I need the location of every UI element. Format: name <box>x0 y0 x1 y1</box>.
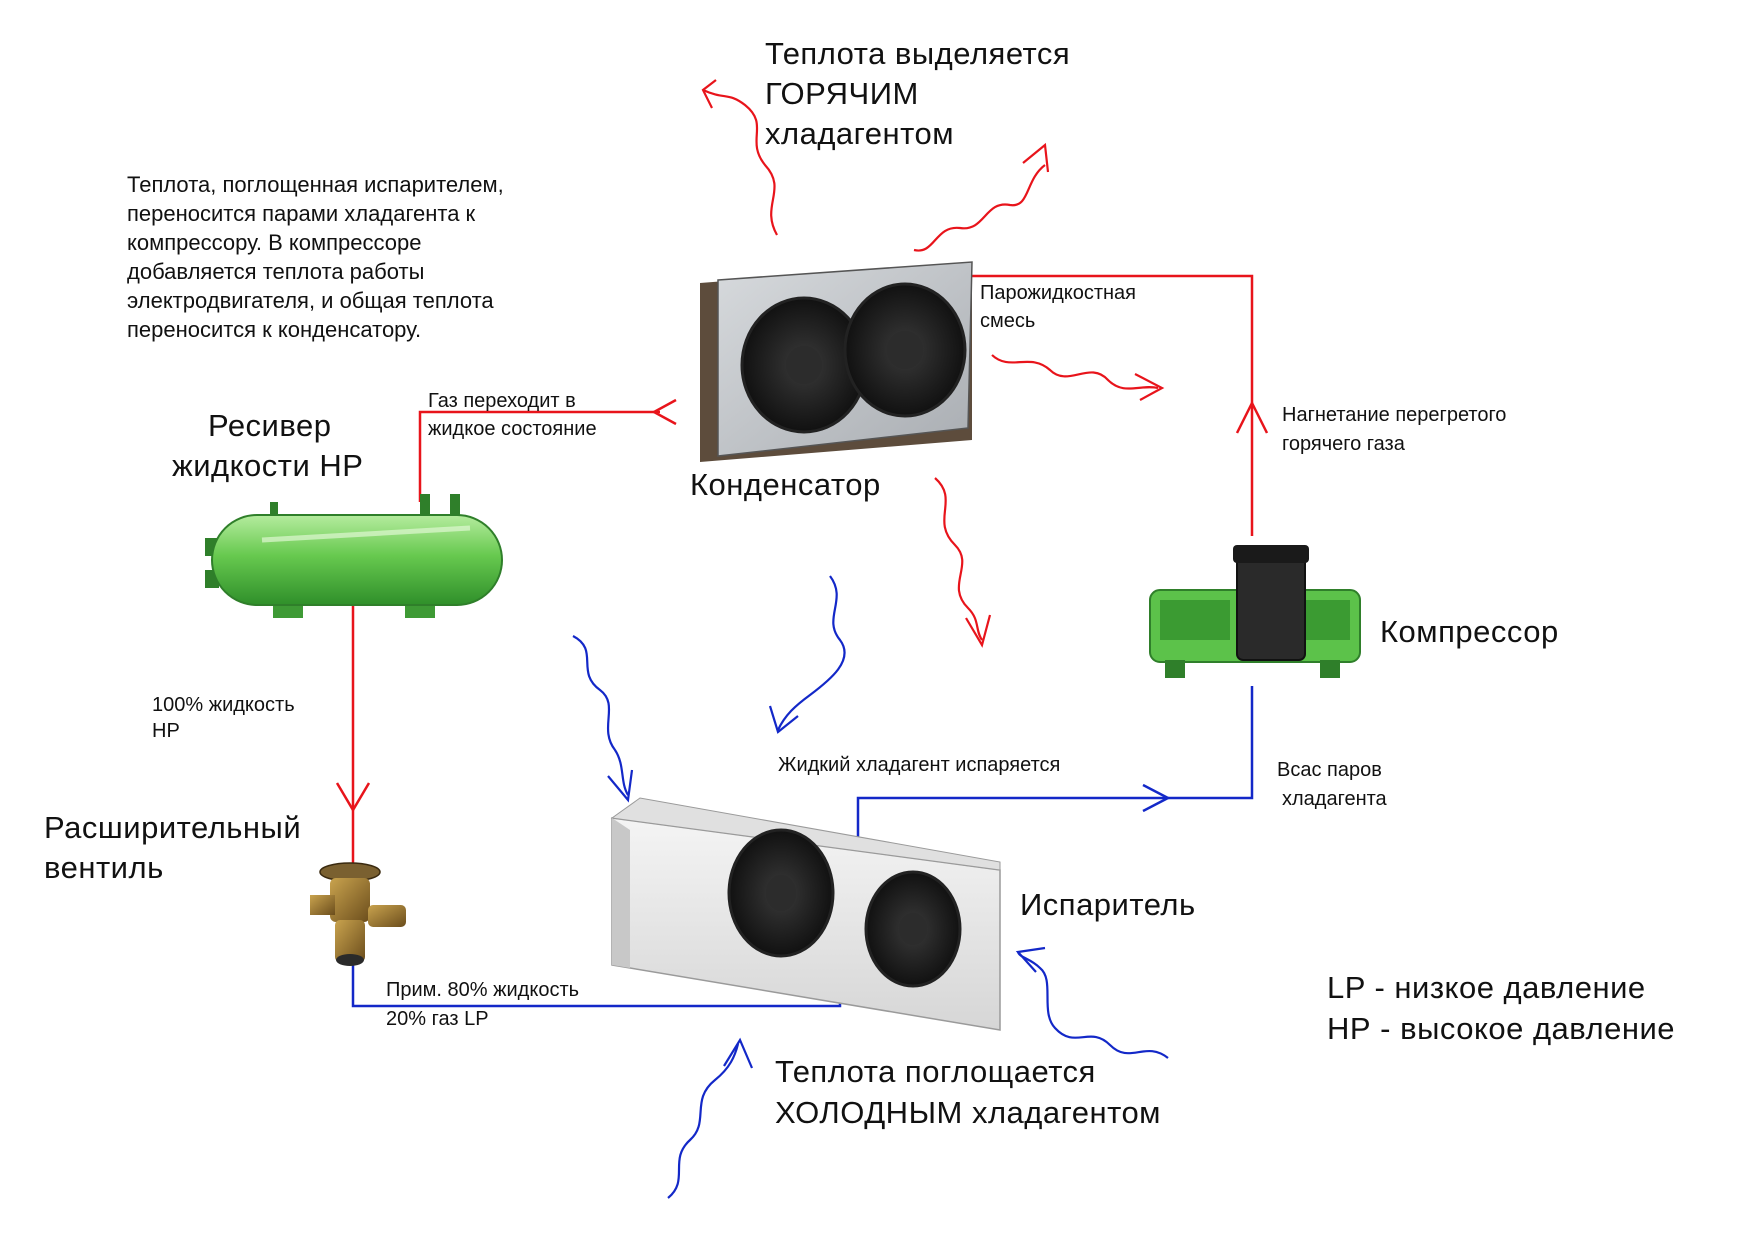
expansion-valve-title-line2: вентиль <box>44 850 164 885</box>
fan-icon <box>740 296 868 434</box>
cold-wave-arrow-icon <box>572 635 634 803</box>
flow-arrow-icon <box>651 398 677 426</box>
liquid-hp-label-line2: НР <box>152 720 180 742</box>
heat-released-title-line2: ГОРЯЧИМ <box>765 76 919 111</box>
heat-released-title-line1: Теплота выделяется <box>765 36 1071 71</box>
fan-icon <box>864 870 962 988</box>
evaporator-title: Испаритель <box>1020 887 1196 922</box>
explanation-line: электродвигателя, и общая теплота <box>127 288 494 313</box>
explanation-line: компрессору. В компрессоре <box>127 230 422 255</box>
discharge-label: Нагнетание перегретого <box>1282 404 1507 426</box>
discharge-label-line2: горячего газа <box>1282 433 1405 455</box>
flow-arrow-icon <box>335 782 371 813</box>
heat-wave-arrow-icon <box>701 79 778 236</box>
explanation-line: Теплота, поглощенная испарителем, <box>127 172 504 197</box>
compressor-title: Компрессор <box>1380 614 1559 649</box>
suction-label: Всас паров <box>1277 759 1382 781</box>
flow-arrow-icon <box>1235 400 1269 434</box>
heat-wave-arrow-icon <box>934 477 992 648</box>
heat-absorbed-title-line1: Теплота поглощается <box>775 1054 1096 1089</box>
fan-icon <box>843 282 967 418</box>
cold-wave-arrow-icon <box>667 1037 754 1199</box>
compressor-unit <box>1149 545 1361 678</box>
explanation-line: переносится к конденсатору. <box>127 317 422 342</box>
expansion-valve-title-line1: Расширительный <box>44 810 302 845</box>
heat-wave-arrow-icon <box>913 142 1050 252</box>
discharge-pipe <box>972 274 1254 536</box>
flow-arrow-icon <box>1142 783 1171 813</box>
condenser-to-receiver-pipe <box>418 410 660 502</box>
mixture-label-line2: 20% газ LP <box>386 1008 489 1030</box>
explanation-line: добавляется теплота работы <box>127 259 425 284</box>
condenser-unit <box>700 261 973 462</box>
mixture-label: Прим. 80% жидкость <box>386 979 580 1001</box>
heat-released-title-line3: хладагентом <box>765 116 955 151</box>
suction-pipe <box>856 686 1254 850</box>
legend-hp: НР - высокое давление <box>1327 1011 1676 1046</box>
gas-to-liquid-label: Газ переходит в <box>428 390 576 412</box>
explanation-text: Теплота, поглощенная испарителем, перено… <box>127 170 504 344</box>
receiver-title-line2: жидкости НР <box>172 448 364 483</box>
liquid-hp-label: 100% жидкость <box>152 694 295 716</box>
receiver-title-line1: Ресивер <box>208 408 332 443</box>
liquid-receiver-tank <box>205 494 503 618</box>
heat-wave-arrow-icon <box>991 354 1165 401</box>
vapor-liquid-mixture-label: Парожидкостная <box>980 282 1136 304</box>
suction-label-line2: хладагента <box>1282 788 1387 810</box>
evaporator-unit <box>610 797 1001 1031</box>
explanation-line: переносится парами хладагента к <box>127 201 476 226</box>
vapor-liquid-mixture-label-line2: смесь <box>980 310 1036 332</box>
fan-icon <box>727 828 835 958</box>
evaporates-label: Жидкий хладагент испаряется <box>778 754 1061 776</box>
cold-wave-arrow-icon <box>1015 946 1169 1059</box>
expansion-valve <box>310 862 406 966</box>
cold-wave-arrow-icon <box>768 575 846 734</box>
legend-lp: LP - низкое давление <box>1327 970 1646 1005</box>
gas-to-liquid-label-line2: жидкое состояние <box>428 418 597 440</box>
heat-absorbed-title-line2: ХОЛОДНЫМ хладагентом <box>775 1095 1161 1130</box>
condenser-title: Конденсатор <box>690 467 881 502</box>
